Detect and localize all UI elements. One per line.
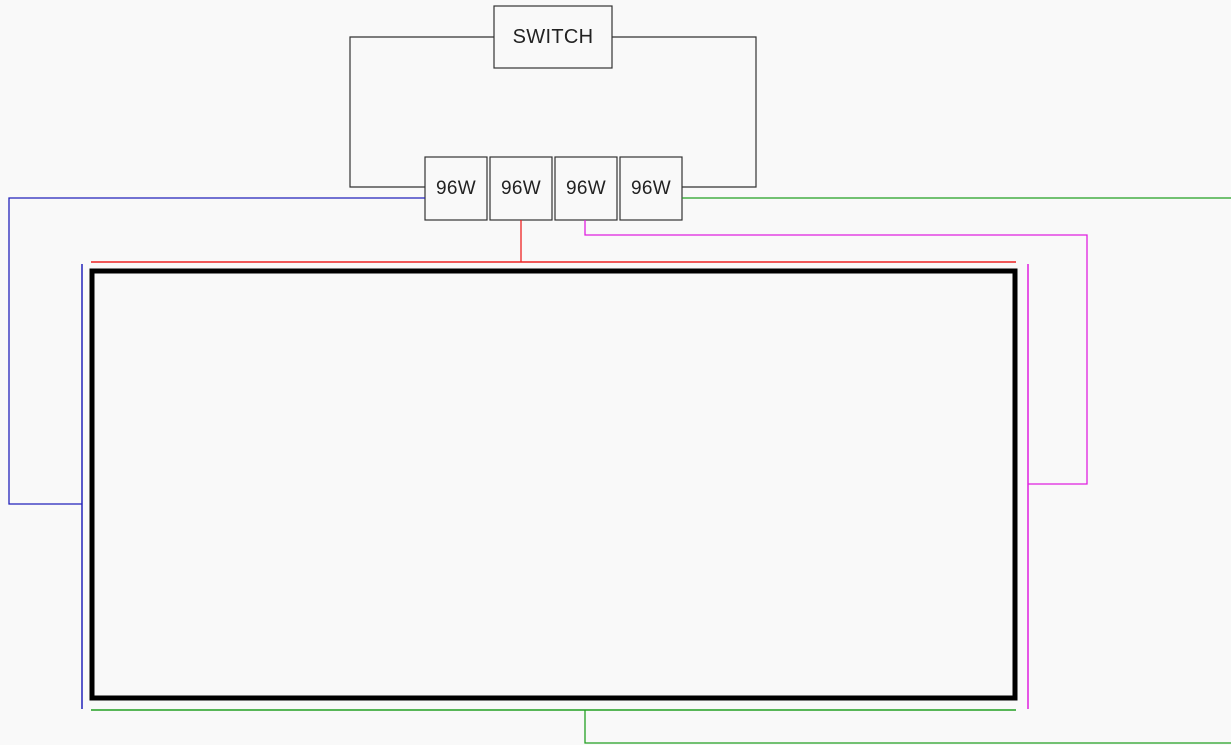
psu-box-2 (489, 156, 553, 221)
psu-box-1 (424, 156, 488, 221)
switch-box (493, 5, 613, 69)
psu-box-4 (619, 156, 683, 221)
psu-box-3 (554, 156, 618, 221)
magenta-wire (584, 220, 1088, 485)
display-frame (89, 268, 1018, 701)
blue-wire (8, 197, 425, 505)
switch-wire-left (349, 36, 494, 188)
green-wire-lower (584, 710, 1231, 744)
switch-wire-right (612, 36, 757, 188)
